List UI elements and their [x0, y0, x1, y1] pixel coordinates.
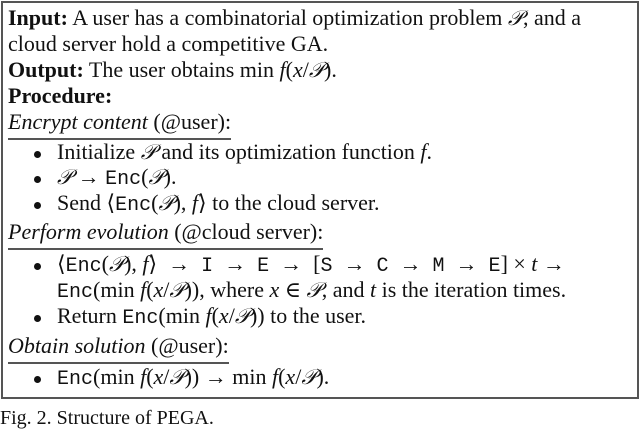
step-return: Return Enc(min f(x/𝒫)) to the user. [34, 303, 366, 332]
bullet-icon [34, 376, 41, 384]
bullet-icon [34, 315, 41, 323]
step-initialize: Initialize 𝒫 and its optimization functi… [34, 139, 432, 165]
input-line: Input: A user has a combinatorial optimi… [8, 5, 582, 30]
input-label: Input: [8, 5, 68, 30]
step-encrypt: 𝒫 → Enc(𝒫). [34, 164, 176, 193]
bullet-icon [34, 202, 41, 210]
figure-caption: Fig. 2. Structure of PEGA. [0, 407, 214, 429]
step-decrypt: Enc(min f(x/𝒫)) → min f(x/𝒫). [34, 364, 329, 393]
bullet-icon [34, 263, 41, 271]
input-line-2: cloud server hold a competitive GA. [8, 31, 329, 56]
step-evolution-cont: Enc(min f(x/𝒫)), where x ∈ 𝒫, and t is t… [57, 277, 567, 304]
step-evolution: ⟨Enc(𝒫), f⟩ → I → E → [S → C → M → E] × … [34, 251, 565, 280]
procedure-label: Procedure: [8, 83, 113, 108]
algorithm-box [1, 1, 639, 399]
output-line: Output: The user obtains min f(x/𝒫). [8, 57, 337, 82]
section-encrypt-content: Encrypt content (@user): [8, 109, 232, 140]
section-title: Encrypt content [8, 109, 148, 134]
output-label: Output: [8, 57, 84, 82]
problem-symbol: 𝒫 [507, 6, 523, 30]
section-title: Obtain solution [8, 333, 146, 358]
bullet-icon [34, 176, 41, 184]
section-title: Perform evolution [8, 219, 169, 244]
section-obtain-solution: Obtain solution (@user): [8, 333, 229, 364]
bullet-icon [34, 151, 41, 159]
step-send: Send ⟨Enc(𝒫), f⟩ to the cloud server. [34, 190, 380, 219]
section-perform-evolution: Perform evolution (@cloud server): [8, 219, 324, 250]
